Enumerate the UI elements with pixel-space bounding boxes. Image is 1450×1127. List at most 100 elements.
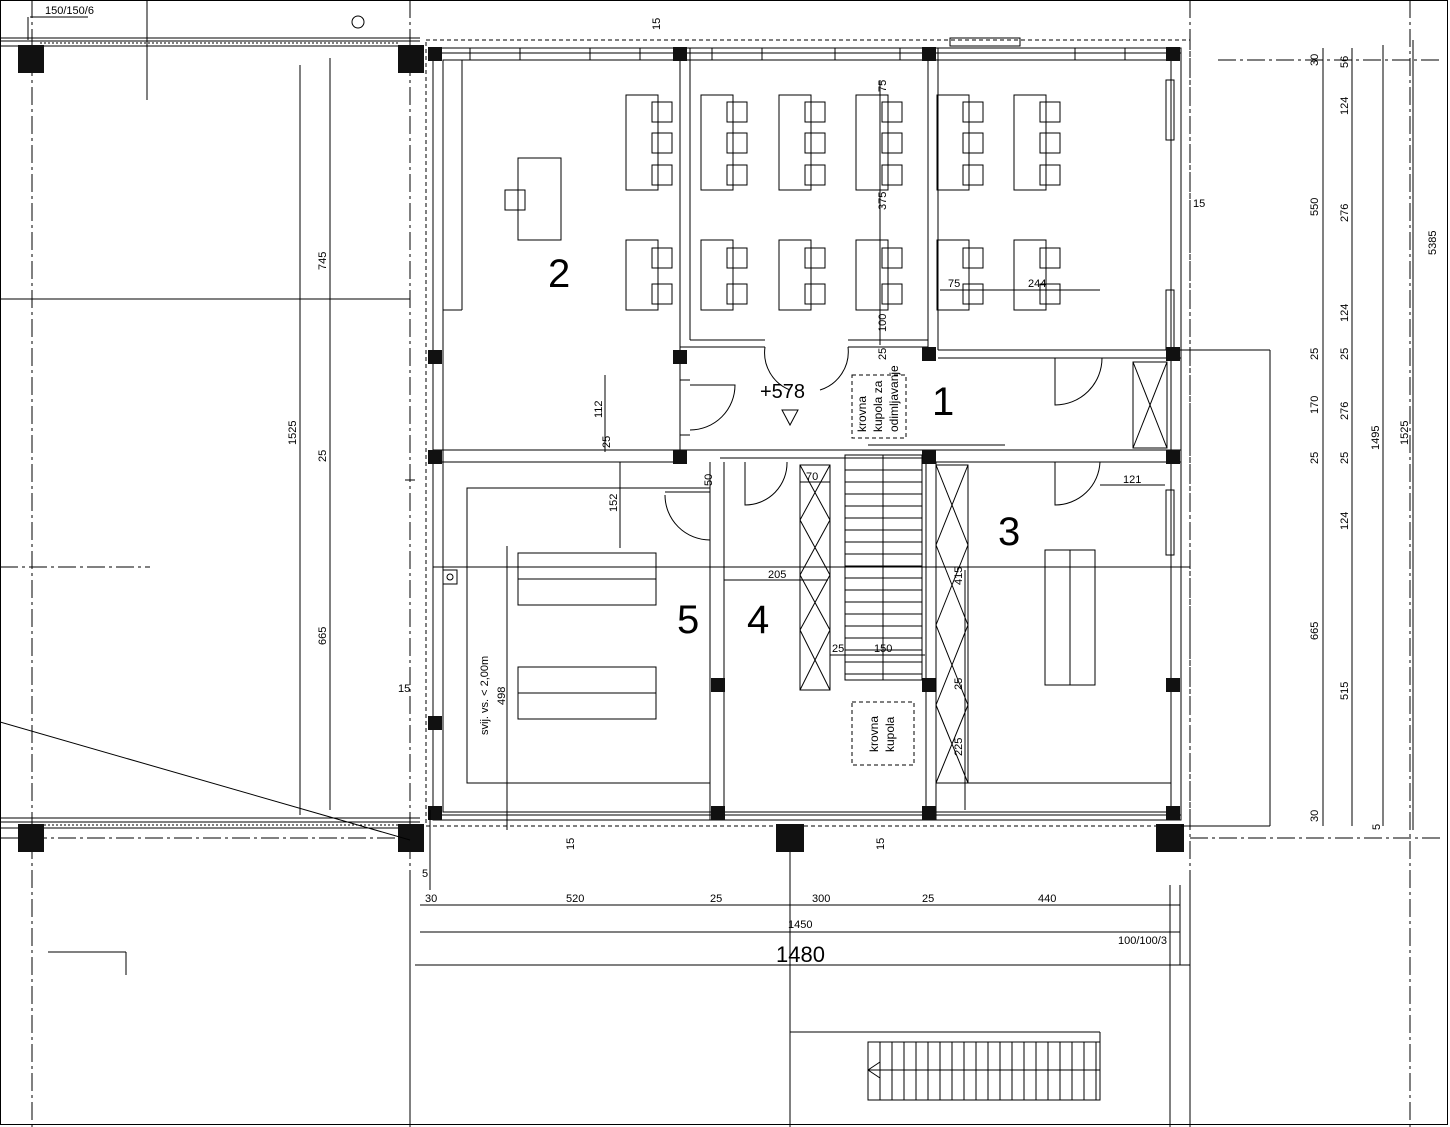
dim-i-16: 70 xyxy=(806,471,818,483)
external-staircase xyxy=(409,349,1271,1127)
dim-l-3: 665 xyxy=(317,627,329,645)
building-walls xyxy=(425,37,1191,852)
dim-l-1: 745 xyxy=(317,252,329,270)
dim-i-2: 15 xyxy=(1193,198,1205,210)
chair xyxy=(881,247,903,269)
dim-i-7: 375 xyxy=(877,192,889,210)
room-number-4: 4 xyxy=(747,598,769,642)
headroom-note: svij. vs. < 2,00m xyxy=(479,656,491,735)
left-structure xyxy=(0,0,424,975)
desk xyxy=(625,239,659,311)
chair xyxy=(804,247,826,269)
dim-r2-6: 276 xyxy=(1339,402,1351,420)
chair xyxy=(726,132,748,154)
dim-l-4: 1525 xyxy=(287,421,299,445)
dim-r1-6: 665 xyxy=(1309,622,1321,640)
chair xyxy=(651,101,673,123)
dim-r2-2: 124 xyxy=(1339,97,1351,115)
chair xyxy=(651,132,673,154)
dome-line-2: kupola xyxy=(883,716,897,752)
dim-i-25: 5 xyxy=(422,868,428,880)
desk xyxy=(778,94,812,191)
chair xyxy=(726,101,748,123)
room-number-2: 2 xyxy=(548,252,570,296)
desk xyxy=(700,94,734,191)
dim-r1-5: 25 xyxy=(1309,452,1321,464)
dim-i-18: 205 xyxy=(768,569,786,581)
dim-bottom-6: 440 xyxy=(1038,893,1056,905)
chair xyxy=(726,164,748,186)
chair xyxy=(962,132,984,154)
chair xyxy=(962,101,984,123)
annotations: krovna kupola za odimljavanje krovna kup… xyxy=(45,5,1167,947)
room-number-3: 3 xyxy=(998,510,1020,554)
room-number-5: 5 xyxy=(677,598,699,642)
dim-r2-8: 124 xyxy=(1339,512,1351,530)
dim-bottom-3: 25 xyxy=(710,893,722,905)
room-labels: 1 2 3 4 5 xyxy=(548,252,1020,642)
dim-i-20: 25 xyxy=(832,643,844,655)
desk xyxy=(936,94,970,191)
dim-r2-9: 515 xyxy=(1339,682,1351,700)
dim-r2-1: 56 xyxy=(1339,56,1351,68)
chair xyxy=(804,164,826,186)
dim-i-10: 75 xyxy=(948,278,960,290)
dim-i-6: 75 xyxy=(877,80,889,92)
dim-i-4: 15 xyxy=(565,838,577,850)
chair xyxy=(1039,164,1061,186)
dim-i-3: 15 xyxy=(398,683,410,695)
dim-bottom-5: 25 xyxy=(922,893,934,905)
staircase xyxy=(844,444,1005,681)
level-mark: +578 xyxy=(760,381,805,427)
chair xyxy=(881,132,903,154)
chair xyxy=(1039,247,1061,269)
beam-bottom-label: 100/100/3 xyxy=(1118,935,1167,947)
dimension-lines xyxy=(415,40,1414,966)
room-number-1: 1 xyxy=(932,380,954,424)
chair xyxy=(1039,101,1061,123)
dim-r3-1: 1495 xyxy=(1370,426,1382,450)
dim-i-23: 225 xyxy=(953,738,965,756)
dim-i-22: 25 xyxy=(953,678,965,690)
chair xyxy=(1039,283,1061,305)
dim-i-19: 415 xyxy=(953,567,965,585)
dome-vent-line-2: kupola za xyxy=(871,380,885,432)
chair xyxy=(962,164,984,186)
dimension-text: 30 520 25 300 25 440 1450 1480 30 550 25… xyxy=(287,18,1439,967)
desk xyxy=(855,94,889,191)
dim-r3-2: 1525 xyxy=(1399,421,1411,445)
dim-total-1480: 1480 xyxy=(776,942,825,967)
dim-i-8: 100 xyxy=(877,314,889,332)
dim-i-12: 112 xyxy=(593,400,605,418)
cabinets xyxy=(799,361,1168,784)
dim-r2-3: 276 xyxy=(1339,204,1351,222)
dim-bottom-1: 30 xyxy=(425,893,437,905)
dim-r1-3: 25 xyxy=(1309,348,1321,360)
desk xyxy=(1013,94,1047,191)
dim-r1-7: 30 xyxy=(1309,810,1321,822)
dome-vent-line-1: krovna xyxy=(855,396,869,432)
chair xyxy=(881,101,903,123)
dim-r3-3: 5385 xyxy=(1427,231,1439,255)
dome-line-1: krovna xyxy=(867,716,881,752)
dim-r1-2: 550 xyxy=(1309,198,1321,216)
desk xyxy=(855,239,889,311)
chair xyxy=(881,164,903,186)
dim-bottom-2: 520 xyxy=(566,893,584,905)
chair xyxy=(881,283,903,305)
dim-i-15: 50 xyxy=(703,474,715,486)
teacher-desk xyxy=(504,157,562,241)
chair xyxy=(962,247,984,269)
dim-i-17: 121 xyxy=(1123,474,1141,486)
desk xyxy=(1013,239,1047,311)
roof-domes xyxy=(851,374,915,766)
dim-r2-7: 25 xyxy=(1339,452,1351,464)
dome-vent-line-3: odimljavanje xyxy=(887,365,901,432)
dim-r1-1: 30 xyxy=(1309,54,1321,66)
dim-i-1: 15 xyxy=(651,18,663,30)
chair xyxy=(651,247,673,269)
dim-i-21: 150 xyxy=(874,643,892,655)
